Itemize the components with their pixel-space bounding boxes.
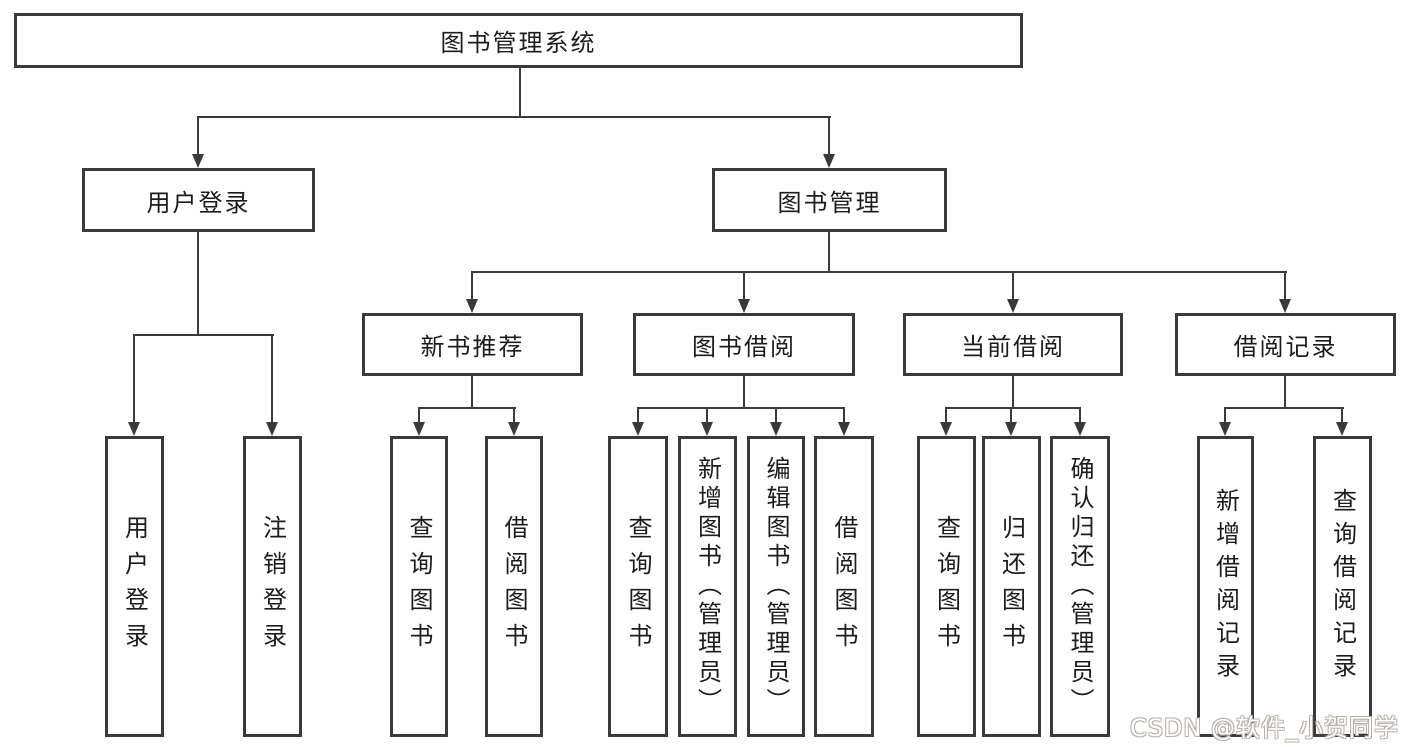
leaf-c-confirm-return-admin: 确认归还（管理员） (1050, 436, 1110, 737)
node-borrow-records: 借阅记录 (1175, 313, 1396, 376)
connector-current-rail (945, 407, 1081, 409)
node-user-login-label: 用户登录 (146, 188, 251, 217)
connector-book-mgmt-stub (828, 232, 830, 273)
arrowhead-b-query-icon (632, 422, 644, 436)
arrowhead-user-login-icon (192, 154, 204, 168)
leaf-r-query-record-label: 查询借阅记录 (1328, 487, 1357, 686)
leaf-c-query-books-label: 查询图书 (932, 514, 961, 659)
connector-drop-records (1284, 273, 1286, 301)
leaf-c-return-books-label: 归还图书 (997, 514, 1026, 659)
leaf-b-add-books-admin: 新增图书（管理员） (678, 436, 737, 737)
leaf-b-edit-books-admin-label: 编辑图书（管理员） (762, 456, 790, 717)
leaf-nb-query-books: 查询图书 (390, 436, 448, 737)
leaf-b-add-books-admin-label: 新增图书（管理员） (693, 456, 722, 717)
leaf-nb-query-books-label: 查询图书 (405, 514, 433, 659)
connector-borrowing-rail (637, 407, 845, 409)
connector-drop-user-login (197, 118, 199, 156)
arrowhead-nb-query-icon (413, 422, 425, 436)
connector-current-stub (1012, 376, 1014, 409)
connector-drop-leaf-logout (271, 336, 273, 424)
leaf-b-edit-books-admin: 编辑图书（管理员） (747, 436, 805, 737)
connector-drop-b-query (637, 409, 639, 424)
arrowhead-r-add-icon (1219, 422, 1231, 436)
leaf-nb-borrow-books: 借阅图书 (485, 436, 543, 737)
node-book-management-label: 图书管理 (777, 188, 882, 217)
connector-records-stub (1284, 376, 1286, 409)
arrowhead-nb-borrow-icon (508, 422, 520, 436)
leaf-nb-borrow-books-label: 借阅图书 (500, 514, 528, 659)
leaf-b-borrow-books: 借阅图书 (814, 436, 874, 737)
node-root-library-system: 图书管理系统 (14, 13, 1023, 68)
node-current-borrowing: 当前借阅 (903, 313, 1123, 376)
arrowhead-r-query-icon (1336, 422, 1348, 436)
leaf-c-query-books: 查询图书 (917, 436, 976, 737)
connector-user-login-rail (133, 334, 274, 336)
leaf-b-query-books: 查询图书 (608, 436, 668, 737)
node-book-borrowing-label: 图书借阅 (692, 333, 796, 361)
connector-drop-nb-borrow (513, 409, 515, 424)
leaf-r-query-record: 查询借阅记录 (1313, 436, 1372, 737)
connector-drop-c-query (945, 409, 947, 424)
connector-drop-r-add (1224, 409, 1226, 424)
leaf-c-return-books: 归还图书 (982, 436, 1041, 737)
arrowhead-current-icon (1007, 299, 1019, 313)
connector-drop-nb-query (418, 409, 420, 424)
node-borrow-records-label: 借阅记录 (1233, 333, 1338, 361)
leaf-user-login: 用户登录 (105, 436, 164, 737)
connector-new-books-rail (418, 407, 516, 409)
arrowhead-c-return-icon (1005, 422, 1017, 436)
node-book-borrowing: 图书借阅 (633, 313, 855, 376)
connector-borrowing-stub (743, 376, 745, 409)
node-book-management: 图书管理 (712, 168, 947, 232)
leaf-b-query-books-label: 查询图书 (624, 514, 652, 659)
arrowhead-leaf-logout-icon (266, 422, 278, 436)
connector-level3-rail (471, 271, 1287, 273)
node-new-book-recommend: 新书推荐 (362, 313, 583, 376)
connector-root-stub (519, 68, 521, 118)
connector-drop-current (1012, 273, 1014, 301)
arrowhead-borrowing-icon (738, 299, 750, 313)
arrowhead-new-books-icon (466, 299, 478, 313)
node-new-book-recommend-label: 新书推荐 (420, 333, 525, 361)
leaf-logout-label: 注销登录 (258, 514, 287, 659)
connector-records-rail (1224, 407, 1344, 409)
connector-drop-c-confirm (1079, 409, 1081, 424)
arrowhead-b-borrow-icon (838, 422, 850, 436)
leaf-r-add-record-label: 新增借阅记录 (1211, 487, 1240, 686)
node-current-borrowing-label: 当前借阅 (961, 333, 1065, 361)
node-user-login: 用户登录 (82, 168, 315, 232)
connector-drop-book-mgmt (828, 118, 830, 156)
arrowhead-c-query-icon (940, 422, 952, 436)
leaf-b-borrow-books-label: 借阅图书 (830, 514, 858, 659)
connector-level2-rail (197, 116, 831, 118)
connector-drop-b-borrow (843, 409, 845, 424)
connector-drop-r-query (1341, 409, 1343, 424)
leaf-c-confirm-return-admin-label: 确认归还（管理员） (1066, 456, 1094, 717)
connector-new-books-stub (471, 376, 473, 409)
leaf-user-login-label: 用户登录 (120, 514, 149, 659)
connector-drop-b-edit (775, 409, 777, 424)
connector-drop-leaf-login (133, 336, 135, 424)
arrowhead-leaf-login-icon (128, 422, 140, 436)
connector-user-login-stub (197, 232, 199, 336)
arrowhead-c-confirm-icon (1074, 422, 1086, 436)
leaf-logout: 注销登录 (243, 436, 302, 737)
arrowhead-book-mgmt-icon (823, 154, 835, 168)
connector-drop-new-books (471, 273, 473, 301)
connector-drop-b-add (706, 409, 708, 424)
arrowhead-records-icon (1279, 299, 1291, 313)
arrowhead-b-add-icon (701, 422, 713, 436)
node-root-label: 图书管理系统 (440, 29, 597, 57)
arrowhead-b-edit-icon (770, 422, 782, 436)
connector-drop-c-return (1010, 409, 1012, 424)
connector-drop-borrowing (743, 273, 745, 301)
leaf-r-add-record: 新增借阅记录 (1197, 436, 1254, 737)
